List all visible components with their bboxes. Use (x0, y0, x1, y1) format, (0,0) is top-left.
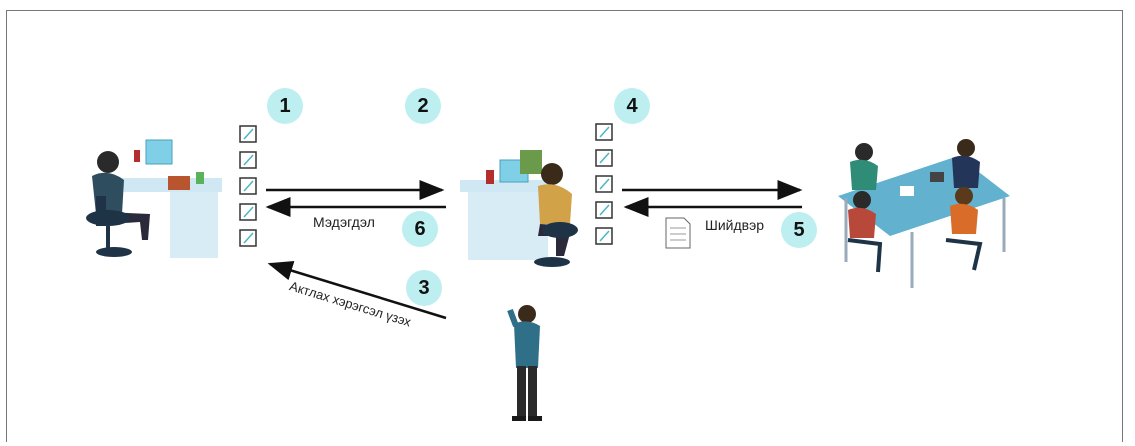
diagram-frame (6, 10, 1123, 442)
check-mark (243, 154, 254, 166)
officer-at-desk (460, 150, 578, 267)
document-icon (665, 217, 691, 249)
step-badge-2: 2 (405, 88, 441, 124)
arrow-icon (265, 180, 803, 320)
check-mark (599, 204, 610, 216)
step-badge-5: 5 (781, 212, 817, 248)
check-mark (599, 126, 610, 138)
decision-label: Шийдвэр (705, 217, 765, 233)
check-mark (243, 180, 254, 192)
citizen-at-desk (86, 139, 222, 258)
check-mark (599, 178, 610, 190)
info-label: Мэдэгдэл (313, 214, 375, 230)
step-badge-4: 4 (614, 88, 650, 124)
team-meeting (838, 139, 1010, 288)
checklist-icon (239, 125, 257, 247)
check-mark (243, 128, 254, 140)
step-badge-3: 3 (406, 270, 442, 306)
check-mark (599, 230, 610, 242)
check-mark (243, 206, 254, 218)
check-mark (243, 232, 254, 244)
visitor-person (507, 305, 542, 421)
step-badge-1: 1 (267, 88, 303, 124)
step-badge-6: 6 (402, 211, 438, 247)
checklist-icon (595, 123, 613, 245)
check-mark (599, 152, 610, 164)
